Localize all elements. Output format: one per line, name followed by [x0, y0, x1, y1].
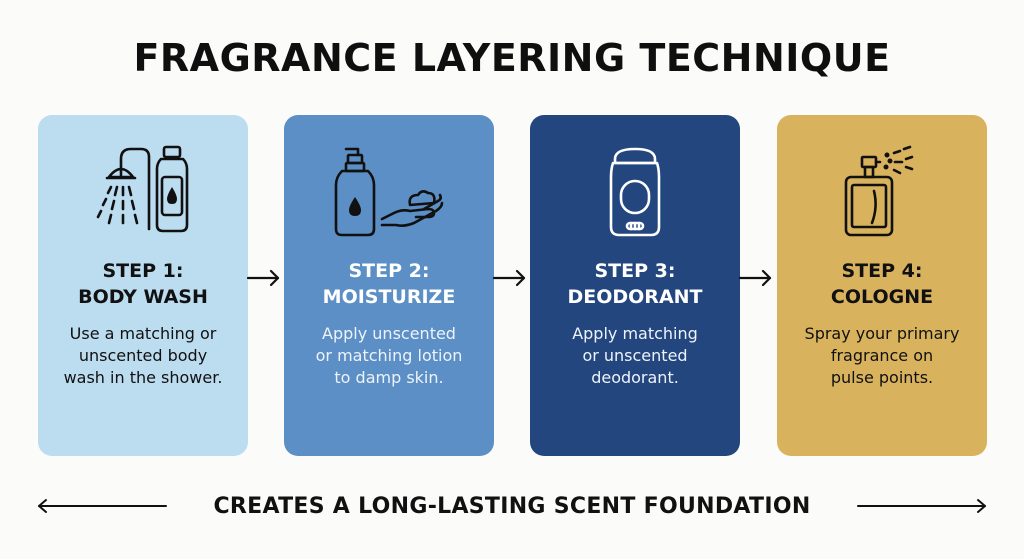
- step-1-heading: STEP 1: BODY WASH: [38, 258, 248, 310]
- step-4-title: COLOGNE: [830, 286, 934, 308]
- arrow-right-icon: [246, 269, 280, 287]
- step-1-desc-line: Use a matching or: [69, 324, 217, 343]
- arrow-left-icon: [38, 499, 167, 513]
- step-1-description: Use a matching or unscented body wash in…: [50, 323, 236, 389]
- deodorant-stick-icon: [530, 143, 740, 243]
- step-4-description: Spray your primary fragrance on pulse po…: [789, 323, 975, 389]
- step-3-desc-line: Apply matching: [572, 324, 698, 343]
- lotion-pump-and-hand-icon: [284, 143, 494, 243]
- step-4-desc-line: fragrance on: [830, 346, 934, 365]
- arrow-right-icon: [492, 269, 526, 287]
- footer-caption: CREATES A LONG-LASTING SCENT FOUNDATION: [213, 494, 811, 519]
- cologne-spray-bottle-icon: [777, 143, 987, 243]
- step-3-desc-line: or unscented: [582, 346, 688, 365]
- step-1-title: BODY WASH: [78, 286, 208, 308]
- step-4-number: STEP 4:: [841, 260, 923, 282]
- step-3-heading: STEP 3: DEODORANT: [530, 258, 740, 310]
- step-3-description: Apply matching or unscented deodorant.: [542, 323, 728, 389]
- step-3-desc-line: deodorant.: [591, 368, 679, 387]
- step-3-title: DEODORANT: [567, 286, 703, 308]
- step-4-desc-line: Spray your primary: [804, 324, 960, 343]
- arrow-right-icon: [738, 269, 772, 287]
- step-2-desc-line: or matching lotion: [315, 346, 463, 365]
- footer-banner: CREATES A LONG-LASTING SCENT FOUNDATION: [0, 488, 1024, 528]
- step-3-card: STEP 3: DEODORANT Apply matching or unsc…: [530, 115, 740, 456]
- page-title: FRAGRANCE LAYERING TECHNIQUE: [133, 36, 891, 80]
- step-2-number: STEP 2:: [348, 260, 430, 282]
- step-2-desc-line: Apply unscented: [322, 324, 456, 343]
- step-4-card: STEP 4: COLOGNE Spray your primary fragr…: [777, 115, 987, 456]
- step-4-desc-line: pulse points.: [830, 368, 934, 387]
- step-2-heading: STEP 2: MOISTURIZE: [284, 258, 494, 310]
- step-1-desc-line: unscented body: [78, 346, 208, 365]
- shower-and-bottle-icon: [38, 143, 248, 243]
- step-2-title: MOISTURIZE: [322, 286, 456, 308]
- step-3-number: STEP 3:: [594, 260, 676, 282]
- step-1-number: STEP 1:: [102, 260, 184, 282]
- step-1-card: STEP 1: BODY WASH Use a matching or unsc…: [38, 115, 248, 456]
- step-4-heading: STEP 4: COLOGNE: [777, 258, 987, 310]
- step-2-description: Apply unscented or matching lotion to da…: [296, 323, 482, 389]
- step-2-desc-line: to damp skin.: [334, 368, 444, 387]
- step-1-desc-line: wash in the shower.: [63, 368, 223, 387]
- arrow-right-icon: [857, 499, 986, 513]
- step-2-card: STEP 2: MOISTURIZE Apply unscented or ma…: [284, 115, 494, 456]
